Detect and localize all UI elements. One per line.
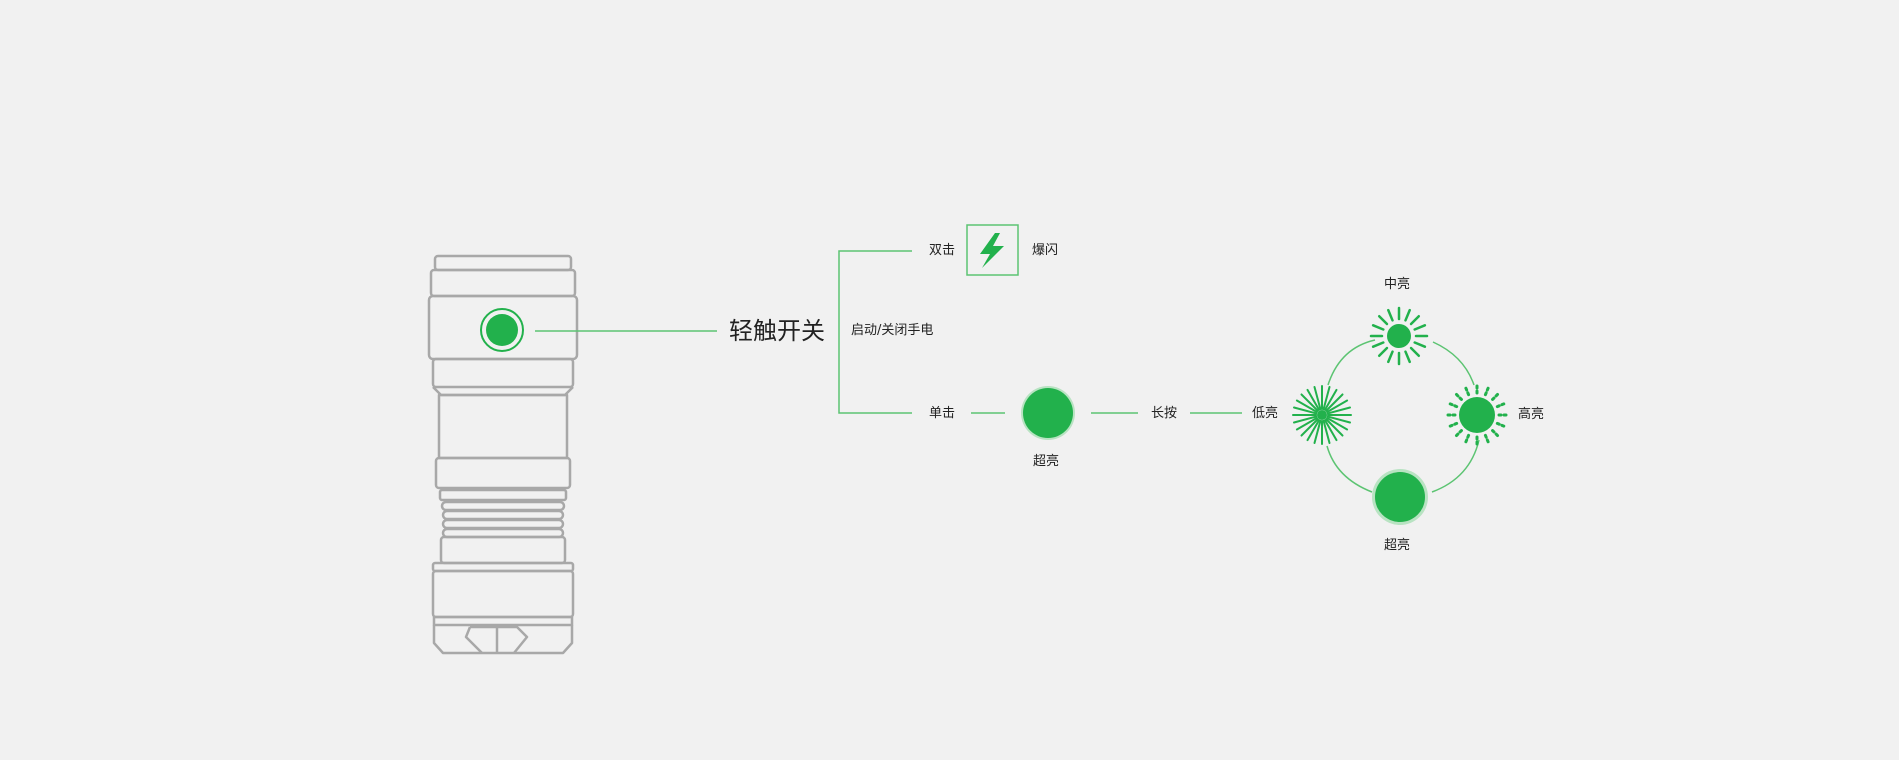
ray bbox=[1313, 419, 1322, 445]
ray bbox=[1448, 421, 1459, 428]
ray bbox=[1464, 386, 1471, 397]
ray bbox=[1295, 399, 1318, 413]
ray bbox=[1377, 346, 1389, 358]
ray bbox=[1404, 350, 1411, 364]
switch-label: 轻触开关 bbox=[729, 317, 825, 345]
ray bbox=[1326, 417, 1349, 431]
ray bbox=[1292, 415, 1318, 424]
switch-button-ring bbox=[480, 308, 524, 352]
ray bbox=[1495, 421, 1506, 428]
ray bbox=[1454, 429, 1463, 438]
ray bbox=[1322, 385, 1331, 411]
high-brightness-icon bbox=[1446, 384, 1508, 446]
ray bbox=[1491, 429, 1500, 438]
ray bbox=[1448, 402, 1459, 409]
ray bbox=[1292, 406, 1318, 415]
switch-button bbox=[486, 314, 518, 346]
ray bbox=[1300, 418, 1319, 437]
mid-label: 中亮 bbox=[1384, 277, 1411, 292]
lightning-bolt-icon bbox=[980, 233, 1004, 268]
ray bbox=[1306, 388, 1320, 411]
ray bbox=[1295, 417, 1318, 431]
ray bbox=[1377, 314, 1389, 326]
single-click-label: 单击 bbox=[929, 406, 956, 421]
switch-note: 启动/关闭手电 bbox=[851, 323, 934, 338]
ray bbox=[1371, 324, 1385, 331]
ray bbox=[1325, 393, 1344, 412]
low-brightness-icon bbox=[1292, 385, 1352, 445]
ray bbox=[1306, 419, 1320, 442]
ray bbox=[1464, 433, 1471, 444]
ray bbox=[1326, 399, 1349, 413]
flashlight-illustration bbox=[427, 254, 579, 655]
ray bbox=[1483, 386, 1490, 397]
ray bbox=[1371, 341, 1385, 348]
double-click-label: 双击 bbox=[929, 243, 956, 258]
ray bbox=[1326, 406, 1352, 415]
strobe-icon-box bbox=[966, 224, 1019, 276]
connector-lines bbox=[535, 250, 1480, 493]
ray bbox=[1324, 388, 1338, 411]
ray bbox=[1387, 350, 1394, 364]
turbo-brightness-icon bbox=[1372, 469, 1428, 525]
high-label: 高亮 bbox=[1518, 407, 1545, 422]
ray bbox=[1387, 308, 1394, 322]
strobe-label: 爆闪 bbox=[1032, 243, 1059, 258]
ray bbox=[1413, 324, 1427, 331]
ray bbox=[1324, 419, 1338, 442]
ray bbox=[1326, 415, 1352, 424]
ray bbox=[1409, 346, 1421, 358]
ray bbox=[1404, 308, 1411, 322]
ray bbox=[1322, 419, 1331, 445]
ray bbox=[1491, 392, 1500, 401]
turbo-label: 超亮 bbox=[1033, 454, 1060, 469]
ray bbox=[1495, 402, 1506, 409]
turbo-cycle-label: 超亮 bbox=[1384, 538, 1411, 553]
ray bbox=[1325, 418, 1344, 437]
low-label: 低亮 bbox=[1252, 406, 1279, 421]
ray bbox=[1454, 392, 1463, 401]
ray bbox=[1483, 433, 1490, 444]
ray bbox=[1300, 393, 1319, 412]
turbo-dot-icon bbox=[1021, 386, 1075, 440]
ray bbox=[1413, 341, 1427, 348]
ray bbox=[1409, 314, 1421, 326]
ray bbox=[1313, 385, 1322, 411]
mid-brightness-icon bbox=[1369, 306, 1429, 366]
long-press-label: 长按 bbox=[1151, 406, 1178, 421]
